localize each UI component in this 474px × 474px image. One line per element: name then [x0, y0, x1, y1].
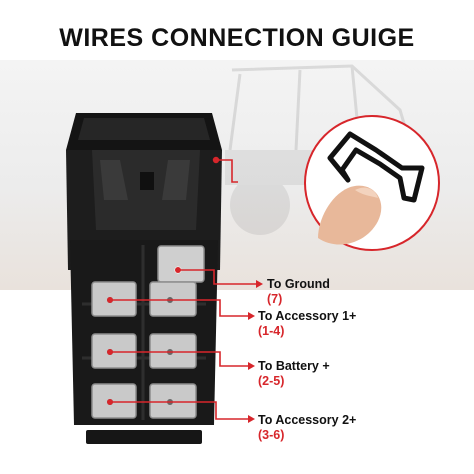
arrowheads [248, 280, 263, 423]
callout-ground: To Ground (7) [267, 277, 330, 307]
terminal-ground [157, 245, 205, 283]
callout-battery-label: To Battery + [258, 359, 330, 373]
connector-dots [107, 156, 220, 405]
callout-accessory-1: To Accessory 1+ (1-4) [258, 309, 356, 339]
callout-accessory-1-label: To Accessory 1+ [258, 309, 357, 323]
connector-lines [110, 159, 256, 420]
callout-accessory-2-label: To Accessory 2+ [258, 413, 357, 427]
callout-battery-pins: (2-5) [258, 374, 285, 388]
callout-accessory-2-pins: (3-6) [258, 428, 285, 442]
callout-accessory-2: To Accessory 2+ (3-6) [258, 413, 356, 443]
terminal-5 [149, 333, 197, 369]
finger-press-icon [318, 185, 382, 245]
callout-battery: To Battery + (2-5) [258, 359, 330, 389]
rocker-cover-icon [327, 131, 425, 203]
callout-ground-label: To Ground [267, 277, 330, 291]
terminal-6 [149, 383, 197, 419]
terminal-2 [91, 333, 137, 369]
page-title: WIRES CONNECTION GUIGE [59, 24, 415, 52]
terminal-4 [149, 281, 197, 317]
terminal-1 [91, 281, 137, 317]
terminal-3 [91, 383, 137, 419]
rocker-detail-inset [304, 115, 440, 251]
callout-accessory-1-pins: (1-4) [258, 324, 285, 338]
callout-ground-pins: (7) [267, 292, 283, 306]
